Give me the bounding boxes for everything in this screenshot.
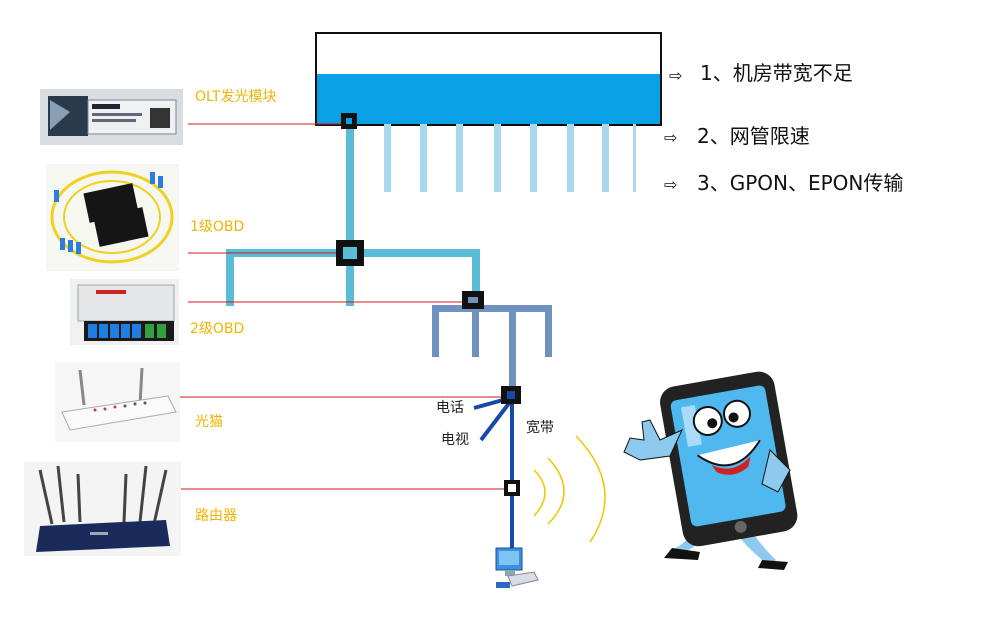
connectors [336,113,521,496]
sfp-transceiver-icon [40,89,183,145]
cause-arrow-icon: ⇨ [664,128,677,147]
label-tv-service: 电视 [441,432,469,448]
label-router: 路由器 [195,508,237,524]
cause-item: 1、机房带宽不足 [700,61,853,85]
label-obd-level1: 1级OBD [190,219,244,235]
cause-item: 2、网管限速 [697,124,810,148]
cause-arrow-icon: ⇨ [664,175,677,194]
cause-arrow-icon: ⇨ [669,66,682,85]
label-modem: 光猫 [195,414,223,430]
cause-item: 3、GPON、EPON传输 [697,171,903,195]
label-phone-service: 电话 [436,400,464,416]
trunk-fiber [226,122,480,306]
leader-lines [180,123,504,490]
label-obd-level2: 2级OBD [190,321,244,337]
computer-icon [495,547,539,588]
label-broadband-service: 宽带 [526,419,554,436]
wifi-signal-icon [533,435,606,543]
cause-list: ⇨ 1、机房带宽不足 ⇨ 2、网管限速 ⇨ 3、GPON、EPON传输 [664,61,903,195]
olt-ports [384,124,636,192]
optical-modem-icon [55,362,180,442]
wifi-router-icon [24,462,181,556]
level2-fiber [432,305,552,395]
olt-chassis [315,32,662,126]
olt-bandwidth-fill [317,74,660,124]
splitter-box-icon [70,279,179,345]
label-olt-module: OLT发光模块 [195,89,276,105]
drop-fiber [473,396,514,548]
fiber-splitter-icon [46,164,179,271]
smartphone-mascot-icon [623,371,798,570]
